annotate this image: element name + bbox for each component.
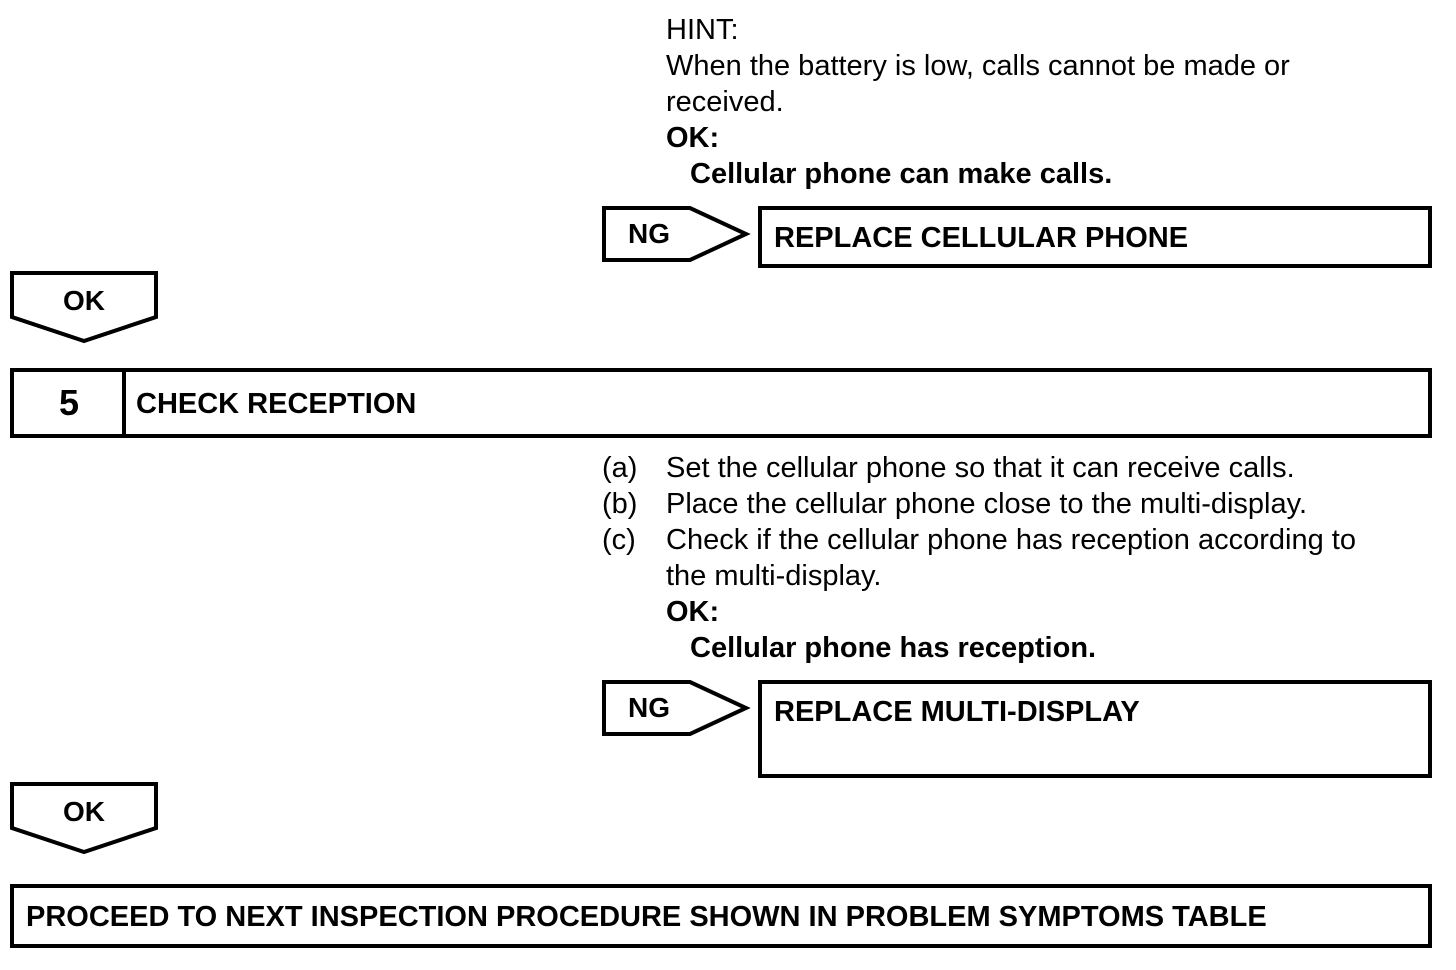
ok-arrow-2 bbox=[10, 782, 158, 855]
ok-criterion-label: OK: bbox=[666, 122, 720, 154]
item-c-text-line-1: Check if the cellular phone has receptio… bbox=[666, 524, 1356, 556]
ok-criterion-text-2: Cellular phone has reception. bbox=[690, 632, 1097, 664]
step-title: CHECK RECEPTION bbox=[136, 388, 417, 420]
final-procedure-text: PROCEED TO NEXT INSPECTION PROCEDURE SHO… bbox=[26, 901, 1267, 933]
item-c-text-line-2: the multi-display. bbox=[666, 560, 882, 592]
ok-criterion-label-2: OK: bbox=[666, 596, 720, 628]
ng-result-box-1: REPLACE CELLULAR PHONE bbox=[758, 206, 1432, 268]
ng-arrow-1 bbox=[602, 206, 751, 262]
step-divider bbox=[122, 372, 126, 434]
item-b-marker: (b) bbox=[602, 488, 638, 520]
ok-arrow-1-label: OK bbox=[63, 285, 105, 316]
ok-arrow-2-label: OK bbox=[63, 796, 105, 827]
ok-criterion-text: Cellular phone can make calls. bbox=[690, 158, 1113, 190]
ng-result-box-2: REPLACE MULTI-DISPLAY bbox=[758, 680, 1432, 778]
ng-result-text-1: REPLACE CELLULAR PHONE bbox=[774, 222, 1189, 254]
item-c-marker: (c) bbox=[602, 524, 636, 556]
item-b-text: Place the cellular phone close to the mu… bbox=[666, 488, 1308, 520]
ng-arrow-1-label: NG bbox=[628, 218, 670, 249]
ng-arrow-2 bbox=[602, 680, 751, 736]
item-a-text: Set the cellular phone so that it can re… bbox=[666, 452, 1295, 484]
hint-text-line-2: received. bbox=[666, 86, 784, 118]
ng-arrow-2-label: NG bbox=[628, 692, 670, 723]
hint-text-line-1: When the battery is low, calls cannot be… bbox=[666, 50, 1290, 82]
item-a-marker: (a) bbox=[602, 452, 638, 484]
final-procedure-box: PROCEED TO NEXT INSPECTION PROCEDURE SHO… bbox=[10, 884, 1432, 948]
hint-label: HINT: bbox=[666, 14, 739, 46]
step-5-header: 5 CHECK RECEPTION bbox=[10, 368, 1432, 438]
step-number: 5 bbox=[58, 382, 80, 423]
ng-result-text-2: REPLACE MULTI-DISPLAY bbox=[774, 696, 1140, 728]
ok-arrow-1 bbox=[10, 271, 158, 344]
